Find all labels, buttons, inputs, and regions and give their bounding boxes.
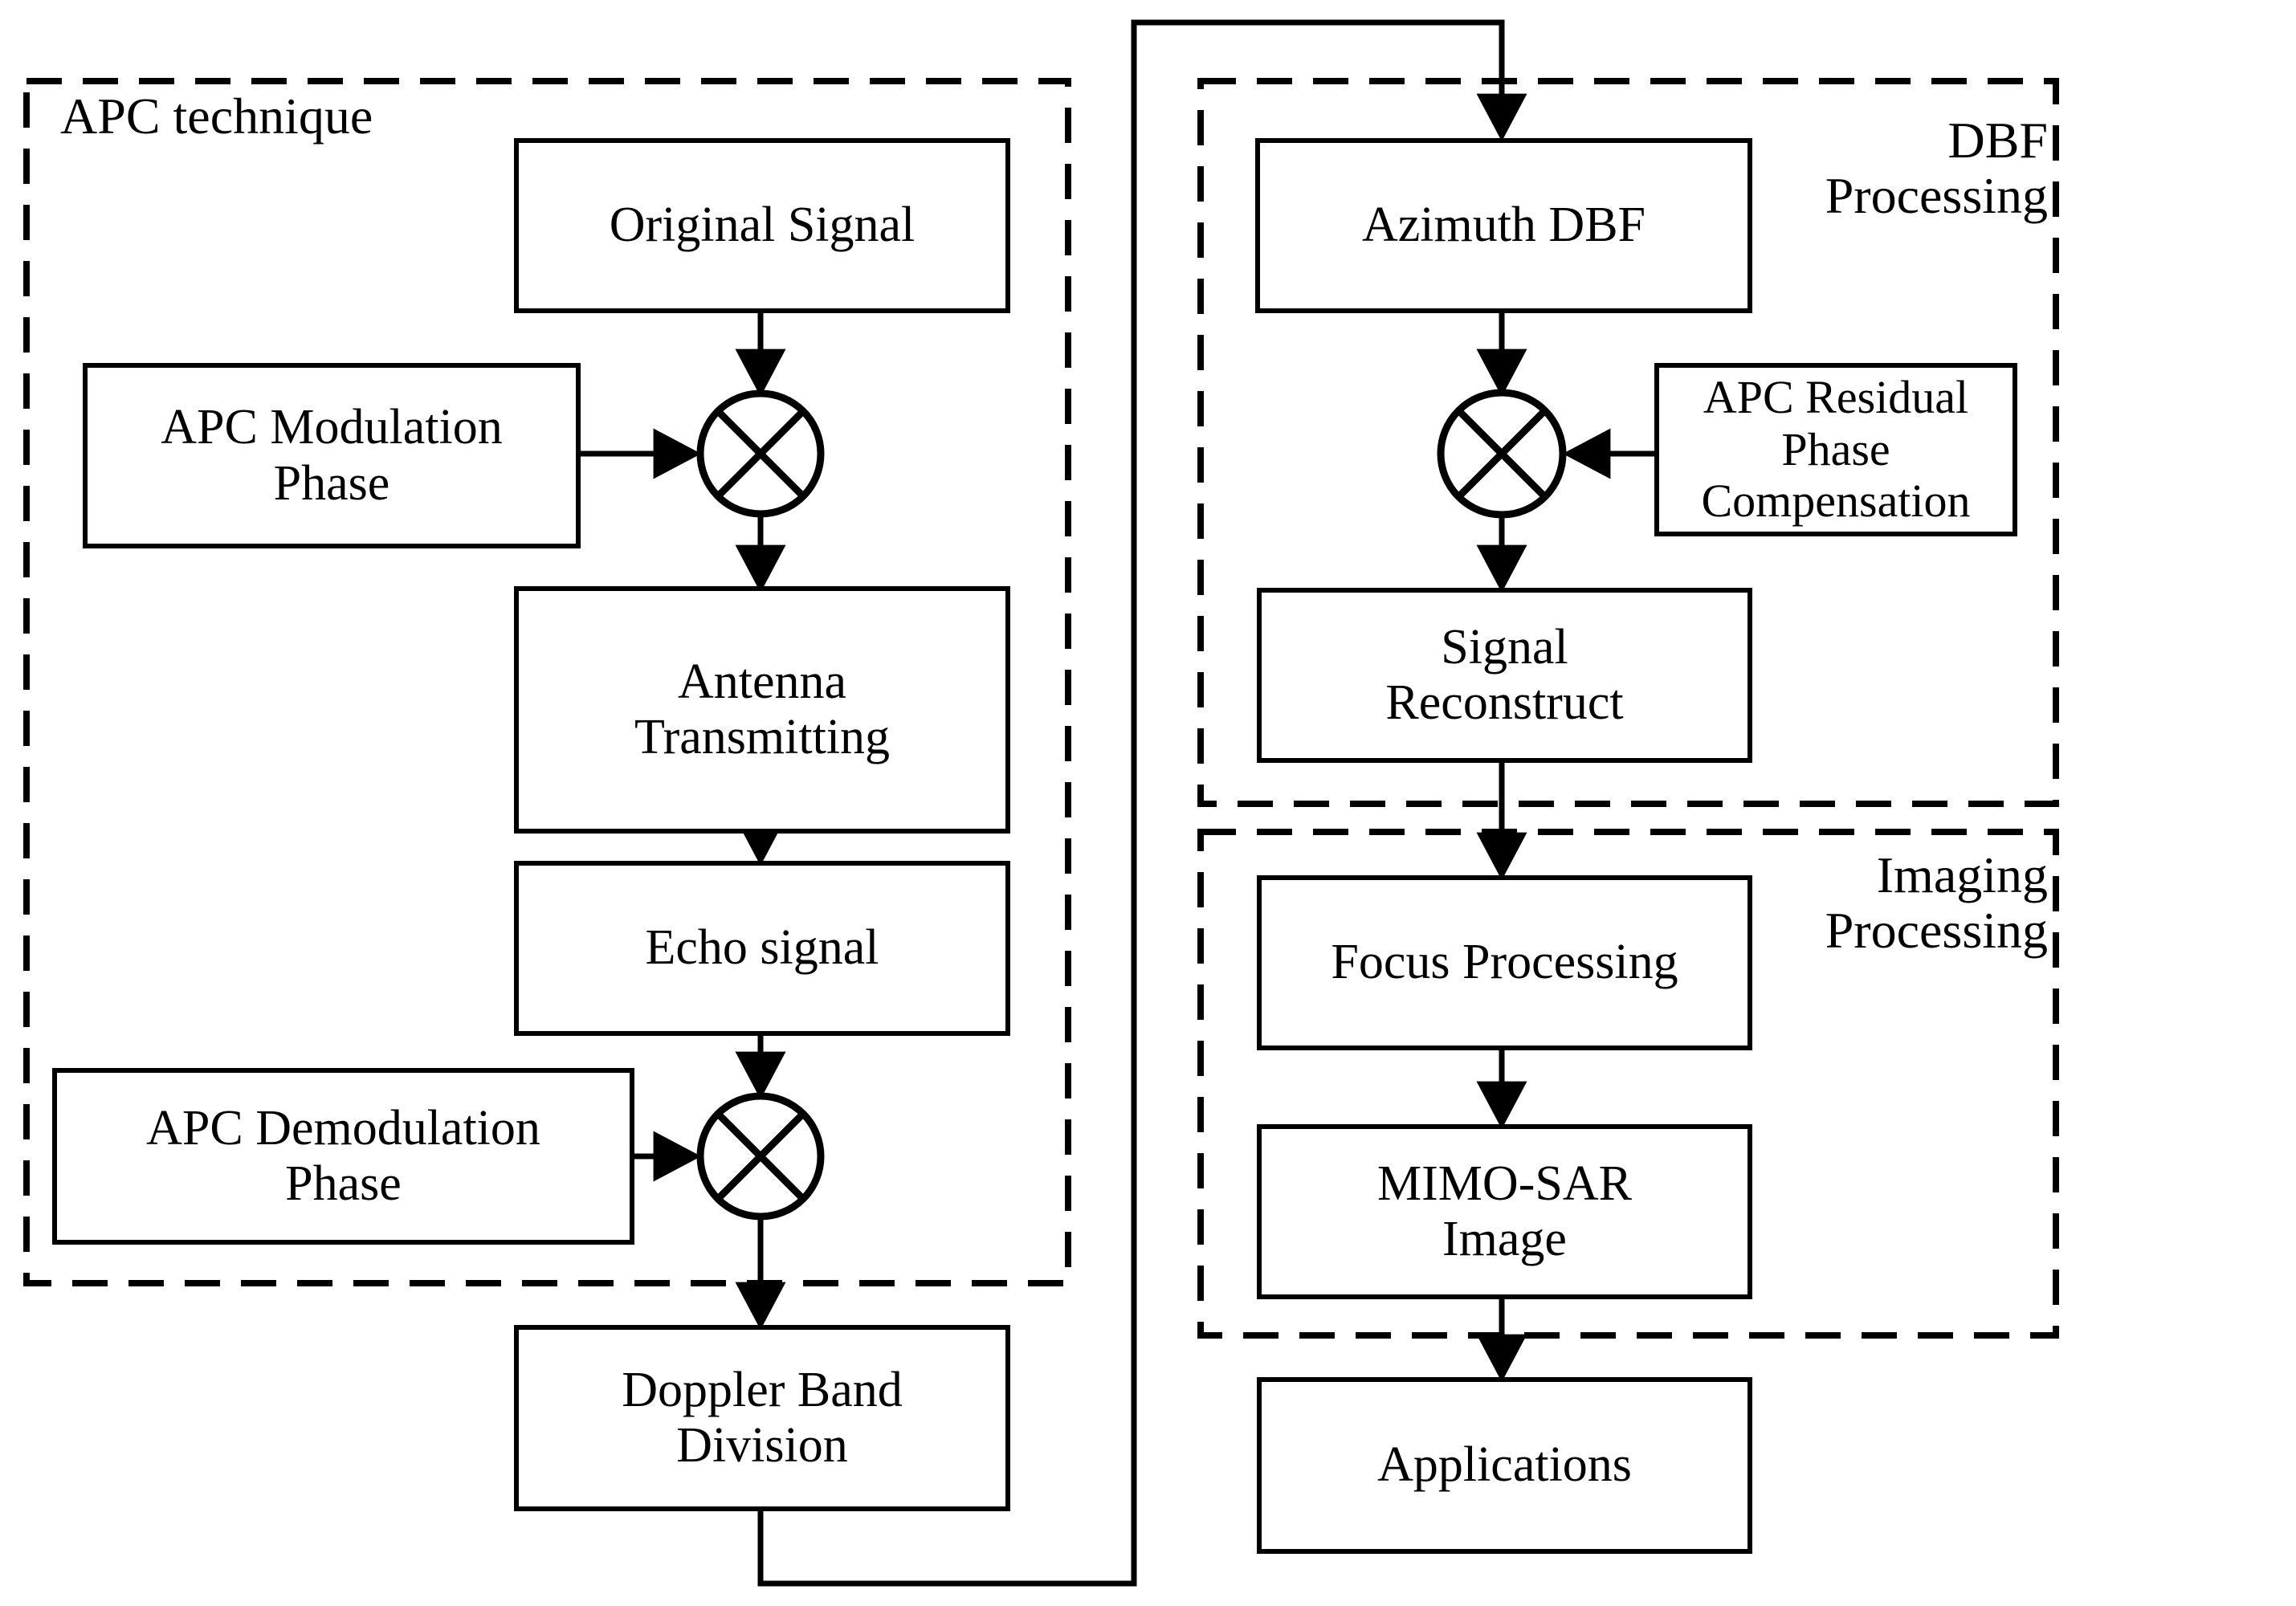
node-apc-demodulation-phase[interactable]: APC Demodulation Phase: [52, 1068, 634, 1245]
node-apc-modulation-phase[interactable]: APC Modulation Phase: [83, 363, 581, 548]
node-echo-signal[interactable]: Echo signal: [514, 861, 1010, 1036]
node-signal-reconstruct[interactable]: Signal Reconstruct: [1257, 588, 1752, 763]
group-label-imaging-processing: Imaging Processing: [1825, 846, 2048, 960]
node-mimo-sar-image[interactable]: MIMO-SAR Image: [1257, 1124, 1752, 1299]
node-antenna-transmitting[interactable]: Antenna Transmitting: [514, 586, 1010, 834]
node-apc-residual-phase-compensation[interactable]: APC Residual Phase Compensation: [1654, 363, 2017, 536]
node-azimuth-dbf[interactable]: Azimuth DBF: [1255, 138, 1752, 313]
group-label-dbf-processing: DBF Processing: [1825, 112, 2048, 225]
mixer-multiply-demodulation-circle: [696, 1092, 825, 1221]
node-doppler-band-division[interactable]: Doppler Band Division: [514, 1325, 1010, 1511]
mixer-multiply-modulation-circle: [696, 389, 825, 518]
group-label-apc-technique: APC technique: [60, 88, 373, 145]
node-focus-processing[interactable]: Focus Processing: [1257, 875, 1752, 1050]
node-applications[interactable]: Applications: [1257, 1377, 1752, 1554]
node-original-signal[interactable]: Original Signal: [514, 138, 1010, 313]
mixer-multiply-residual-circle: [1437, 389, 1567, 519]
